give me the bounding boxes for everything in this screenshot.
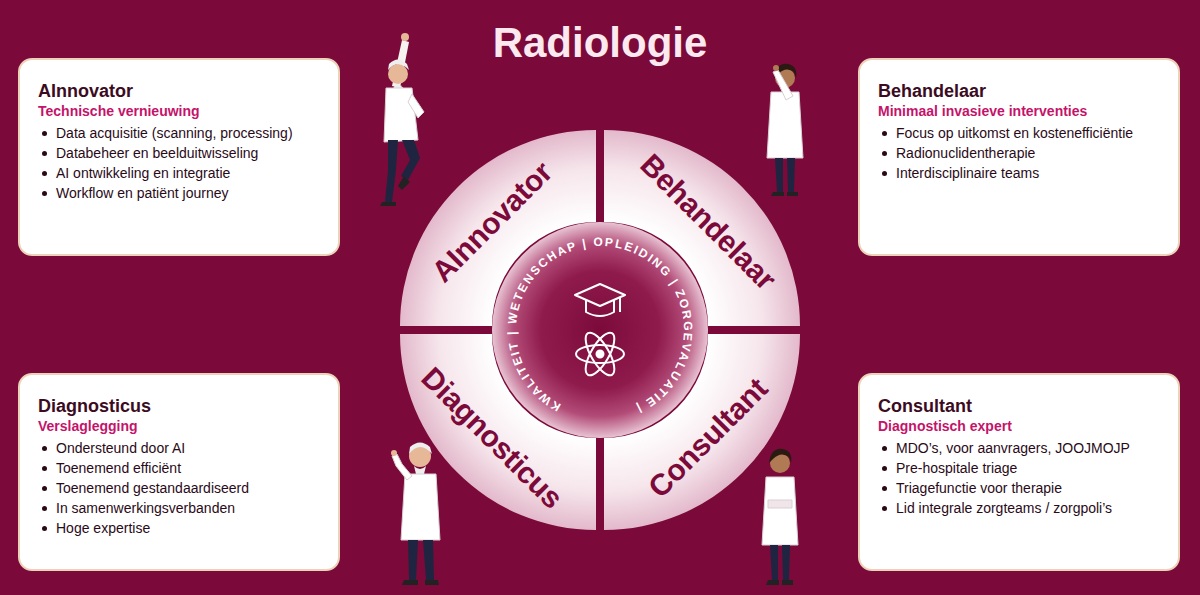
bullet-text: Toenemend gestandaardiseerd xyxy=(56,480,249,496)
bullet-text: Triagefunctie voor therapie xyxy=(896,480,1062,496)
bullet-item: Interdisciplinaire teams xyxy=(878,164,1160,183)
bullet-dot xyxy=(882,466,887,471)
bullet-item: AI ontwikkeling en integratie xyxy=(38,164,320,183)
bullet-dot xyxy=(42,446,47,451)
card-heading: Consultant xyxy=(878,395,1160,417)
bullet-item: Pre-hospitale triage xyxy=(878,459,1160,478)
card-subtitle: Verslaglegging xyxy=(38,417,320,436)
doctor-figure xyxy=(762,449,798,585)
role-card: DiagnosticusVerslagleggingOndersteund do… xyxy=(18,373,340,571)
bullet-dot xyxy=(882,486,887,491)
bullet-text: Workflow en patiënt journey xyxy=(56,185,229,201)
bullet-dot xyxy=(882,506,887,511)
bullet-dot xyxy=(882,446,887,451)
bullet-item: Data acquisitie (scanning, processing) xyxy=(38,124,320,143)
role-card: AInnovatorTechnische vernieuwingData acq… xyxy=(18,58,340,256)
center-circle: KWALITEIT | WETENSCHAP | OPLEIDING | ZOR… xyxy=(492,222,708,438)
bullet-item: Triagefunctie voor therapie xyxy=(878,479,1160,498)
bullet-text: Pre-hospitale triage xyxy=(896,460,1017,476)
bullet-dot xyxy=(42,506,47,511)
card-subtitle: Minimaal invasieve interventies xyxy=(878,102,1160,121)
card-heading: Behandelaar xyxy=(878,80,1160,102)
card-heading: Diagnosticus xyxy=(38,395,320,417)
circular-text: KWALITEIT | WETENSCHAP | OPLEIDING | ZOR… xyxy=(505,235,695,416)
card-heading: AInnovator xyxy=(38,80,320,102)
bullet-text: AI ontwikkeling en integratie xyxy=(56,165,230,181)
bullet-item: In samenwerkingsverbanden xyxy=(38,499,320,518)
bullet-text: Databeheer en beelduitwisseling xyxy=(56,145,258,161)
bullet-text: Focus op uitkomst en kostenefficiëntie xyxy=(896,125,1133,141)
ring-segment: Consultant xyxy=(604,334,800,530)
bullet-item: Databeheer en beelduitwisseling xyxy=(38,144,320,163)
bullet-text: In samenwerkingsverbanden xyxy=(56,500,235,516)
doctor-figure xyxy=(767,64,803,196)
center-circle-fill xyxy=(492,222,708,438)
bullet-item: MDO’s, voor aanvragers, JOOJMOJP xyxy=(878,439,1160,458)
role-card: BehandelaarMinimaal invasieve interventi… xyxy=(858,58,1180,256)
card-subtitle: Technische vernieuwing xyxy=(38,102,320,121)
bullet-text: Interdisciplinaire teams xyxy=(896,165,1039,181)
role-card: ConsultantDiagnostisch expertMDO’s, voor… xyxy=(858,373,1180,571)
bullet-dot xyxy=(882,171,887,176)
bullet-item: Focus op uitkomst en kostenefficiëntie xyxy=(878,124,1160,143)
bullet-item: Lid integrale zorgteams / zorgpoli’s xyxy=(878,499,1160,518)
card-subtitle: Diagnostisch expert xyxy=(878,417,1160,436)
bullet-text: Toenemend efficiënt xyxy=(56,460,181,476)
bullet-dot xyxy=(42,191,47,196)
bullet-item: Hoge expertise xyxy=(38,519,320,538)
ring-segment-fill xyxy=(400,334,596,530)
bullet-item: Workflow en patiënt journey xyxy=(38,184,320,203)
bullet-dot xyxy=(42,466,47,471)
bullet-dot xyxy=(882,131,887,136)
bullet-text: MDO’s, voor aanvragers, JOOJMOJP xyxy=(896,440,1130,456)
bullet-item: Toenemend gestandaardiseerd xyxy=(38,479,320,498)
bullet-dot xyxy=(42,171,47,176)
bullet-item: Ondersteund door AI xyxy=(38,439,320,458)
bullet-dot xyxy=(42,151,47,156)
bullet-text: Data acquisitie (scanning, processing) xyxy=(56,125,293,141)
doctor-figure xyxy=(391,443,440,586)
bullet-text: Ondersteund door AI xyxy=(56,440,185,456)
bullet-dot xyxy=(42,486,47,491)
ring-segment-fill xyxy=(604,334,800,530)
bullet-text: Lid integrale zorgteams / zorgpoli’s xyxy=(896,500,1112,516)
doctor-figure xyxy=(380,33,424,206)
bullet-item: Toenemend efficiënt xyxy=(38,459,320,478)
bullet-item: Radionuclidentherapie xyxy=(878,144,1160,163)
bullet-dot xyxy=(882,151,887,156)
bullet-dot xyxy=(42,131,47,136)
bullet-text: Radionuclidentherapie xyxy=(896,145,1035,161)
ring-segment: Diagnosticus xyxy=(400,334,596,530)
bullet-text: Hoge expertise xyxy=(56,520,150,536)
bullet-dot xyxy=(42,526,47,531)
center-circle-shape: KWALITEIT | WETENSCHAP | OPLEIDING | ZOR… xyxy=(492,222,708,438)
